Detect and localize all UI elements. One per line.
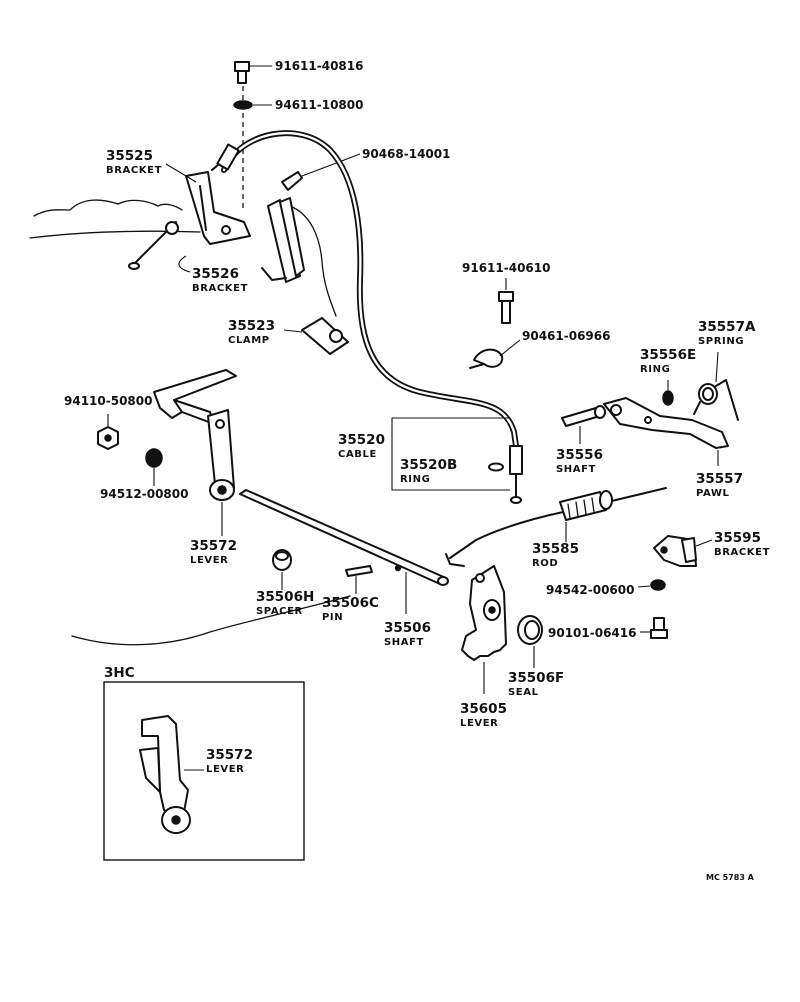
label-94512-00800: 94512-00800	[100, 487, 188, 501]
label-35572: 35572	[190, 538, 237, 554]
cable-35520	[216, 130, 523, 504]
label-35506: 35506	[384, 620, 431, 636]
hanger-plates	[261, 197, 305, 283]
pawl-35557	[603, 397, 729, 466]
caption-35525: BRACKET	[106, 165, 162, 176]
label-35525: 35525	[106, 148, 153, 164]
label-94110-50800: 94110-50800	[64, 394, 152, 408]
ring-35556E	[662, 380, 674, 406]
caption-35506C: PIN	[322, 612, 343, 623]
label-35520B: 35520B	[400, 457, 457, 473]
washer-94512-00800	[145, 448, 163, 486]
clamp-35523	[283, 317, 349, 355]
washer-94611-10800	[233, 100, 272, 110]
caption-35523: CLAMP	[228, 335, 270, 346]
caption-35526: BRACKET	[192, 283, 248, 294]
spacer-35506H	[272, 549, 292, 590]
rod-35585	[445, 487, 667, 567]
caption-35605: LEVER	[460, 718, 498, 729]
inset-title: 3HC	[104, 665, 135, 681]
tunnel-outline	[289, 205, 337, 317]
caption-35595: BRACKET	[714, 547, 770, 558]
bracket-35526	[128, 221, 191, 273]
lever-35605	[461, 565, 507, 694]
label-35595: 35595	[714, 530, 761, 546]
label-35520: 35520	[338, 432, 385, 448]
label-91611-40816: 91611-40816	[275, 59, 363, 73]
caption-35506H: SPACER	[256, 606, 303, 617]
label-35557: 35557	[696, 471, 743, 487]
caption-35506: SHAFT	[384, 637, 424, 648]
shaft-35556	[561, 405, 606, 444]
floor-outline	[71, 595, 351, 646]
caption-35557: PAWL	[696, 488, 730, 499]
caption-35556E: RING	[640, 364, 670, 375]
bolt-90101-06416	[640, 617, 668, 639]
label-35506H: 35506H	[256, 589, 314, 605]
label-35556E: 35556E	[640, 347, 696, 363]
label-35506F: 35506F	[508, 670, 564, 686]
label-90461-06966: 90461-06966	[522, 329, 610, 343]
bolt-91611-40816	[234, 61, 272, 84]
label-35605: 35605	[460, 701, 507, 717]
label-35526: 35526	[192, 266, 239, 282]
body-outline-top	[33, 199, 183, 217]
bracket-35520-bracket-line	[391, 417, 510, 491]
label-35506C: 35506C	[322, 595, 379, 611]
label-94542-00600: 94542-00600	[546, 583, 634, 597]
caption-35506F: SEAL	[508, 687, 539, 698]
lever-35572	[153, 369, 237, 536]
caption-35557A: SPRING	[698, 336, 744, 347]
nut-94542-00600	[637, 579, 666, 591]
bracket-35525	[165, 145, 251, 245]
caption-35572: LEVER	[190, 555, 228, 566]
seal-35506F	[517, 615, 543, 668]
label-35523: 35523	[228, 318, 275, 334]
label-90101-06416: 90101-06416	[548, 626, 636, 640]
clip-90461-06966	[469, 339, 521, 369]
nut-94110-50800	[97, 414, 119, 450]
reference-code: MC 5783 A	[706, 873, 755, 882]
inset-3hc	[103, 681, 305, 861]
caption-35520: CABLE	[338, 449, 377, 460]
part-labels: 91611-40816 94611-10800 35525 BRACKET 90…	[64, 59, 770, 882]
label-35557A: 35557A	[698, 319, 756, 335]
caption-35520B: RING	[400, 474, 430, 485]
label-91611-40610: 91611-40610	[462, 261, 550, 275]
label-35585: 35585	[532, 541, 579, 557]
ring-35520B	[488, 462, 504, 472]
inset-label-35572: 35572	[206, 747, 253, 763]
pin-35506C	[345, 565, 373, 594]
caption-35556: SHAFT	[556, 464, 596, 475]
bracket-35595	[653, 535, 713, 567]
spring-35557A	[693, 351, 739, 421]
bolt-91611-40610	[498, 278, 514, 324]
label-94611-10800: 94611-10800	[275, 98, 363, 112]
clip-90468-14001	[281, 153, 361, 191]
label-35556: 35556	[556, 447, 603, 463]
caption-35585: ROD	[532, 558, 558, 569]
label-90468-14001: 90468-14001	[362, 147, 450, 161]
body-outline-lower	[29, 230, 201, 239]
inset-caption-35572: LEVER	[206, 764, 244, 775]
shaft-35506	[239, 489, 449, 614]
